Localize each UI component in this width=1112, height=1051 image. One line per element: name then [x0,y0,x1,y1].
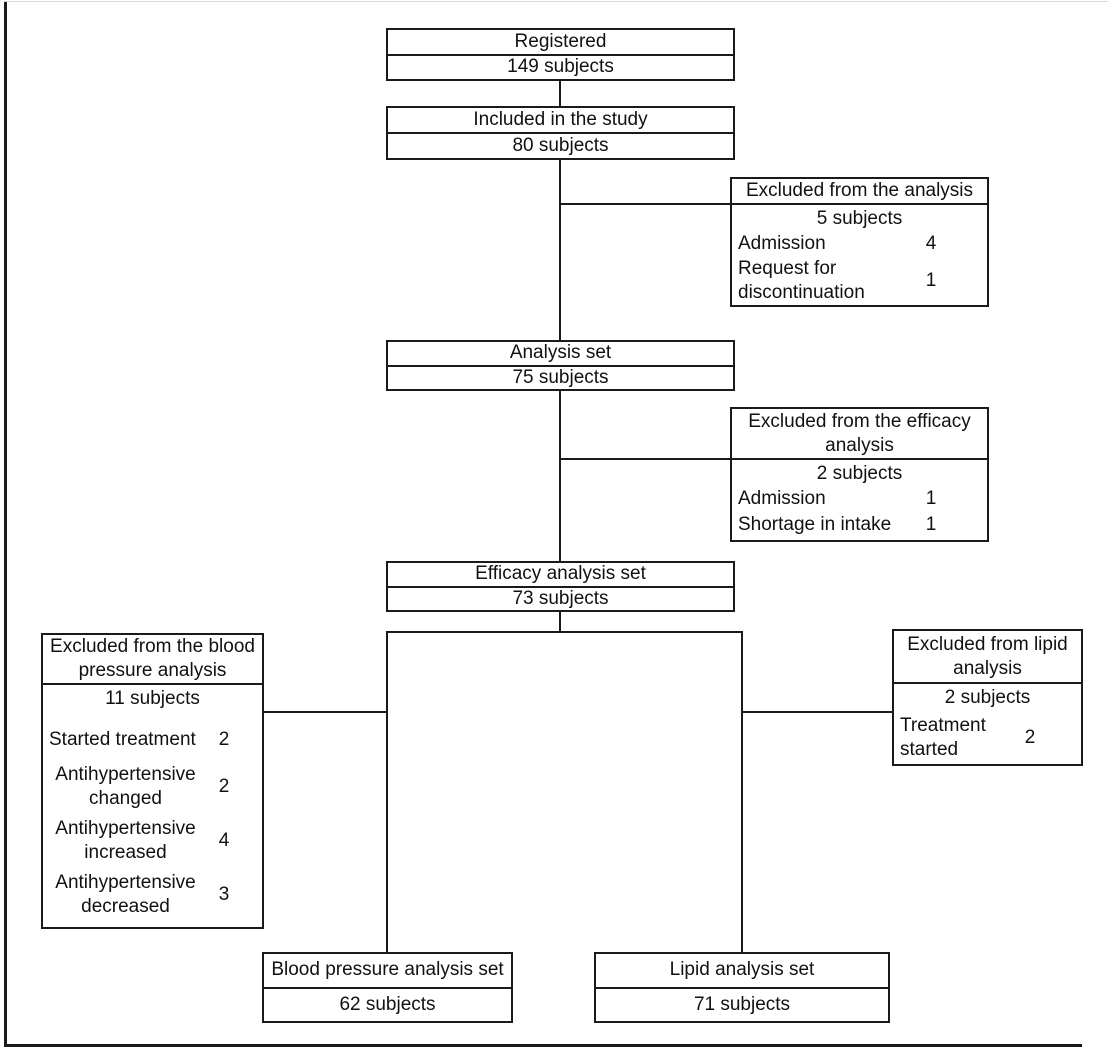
box-excluded-analysis: Excluded from the analysis 5 subjects Ad… [730,177,989,307]
reason-value: 2 [218,776,230,797]
reason-row: Antihypertensive changed 2 [49,763,256,811]
connector-efficacy-split-stem [559,611,561,632]
reason-row: Admission 1 [738,486,981,512]
box-included-count: 80 subjects [512,135,609,156]
box-bp-set: Blood pressure analysis set 62 subjects [262,952,513,1023]
connector-included-analysis [559,159,561,340]
box-excluded-efficacy-title: Excluded from the efficacy analysis [732,409,987,460]
reason-label: Admission [738,233,826,254]
reason-value: 2 [1024,727,1036,748]
box-efficacy-set-count: 73 subjects [512,587,609,609]
figure-border-top [4,1,1108,2]
reason-value: 4 [218,830,230,851]
box-excluded-lipid-title: Excluded from lipid analysis [894,631,1081,684]
box-registered-title: Registered [388,30,733,56]
reason-row: Antihypertensive increased 4 [49,817,256,865]
box-excluded-bp-title: Excluded from the blood pressure analysi… [43,635,262,685]
reason-label: Started treatment [49,729,196,750]
box-efficacy-set: Efficacy analysis set 73 subjects [386,561,735,612]
box-lipid-set-count: 71 subjects [693,993,791,1015]
reason-value: 4 [925,233,937,254]
box-included: Included in the study 80 subjects [386,106,735,160]
reason-label: Treatment started [900,715,986,760]
reason-row: Request for discontinuation 1 [738,257,981,305]
box-excluded-efficacy-body: 2 subjects Admission 1 Shortage in intak… [732,460,987,540]
excluded-bp-count: 11 subjects [105,688,200,709]
reason-row: Started treatment 2 [49,727,256,753]
box-lipid-set-title: Lipid analysis set [596,954,888,989]
box-analysis-set: Analysis set 75 subjects [386,340,735,391]
box-excluded-bp-body: 11 subjects Started treatment 2 Antihype… [43,685,262,927]
box-excluded-lipid-body: 2 subjects Treatment started 2 [894,684,1081,764]
reason-value: 1 [925,488,937,509]
box-analysis-set-count: 75 subjects [512,366,609,388]
connector-split-horizontal [386,631,743,633]
excluded-analysis-count: 5 subjects [816,208,903,229]
reason-value: 1 [925,270,937,291]
connector-registered-included [559,81,561,106]
box-bp-set-count: 62 subjects [339,993,436,1015]
box-excluded-analysis-body: 5 subjects Admission 4 Request for disco… [732,205,987,307]
connector-branch-excl-lipid [742,711,892,713]
box-bp-set-title: Blood pressure analysis set [264,954,511,989]
box-included-title: Included in the study [388,108,733,134]
reason-row: Admission 4 [738,231,981,257]
figure-border-bottom [4,1044,1082,1047]
connector-branch-excl-bp [264,711,388,713]
box-registered-count: 149 subjects [507,56,614,78]
connector-analysis-efficacy [559,391,561,561]
box-registered: Registered 149 subjects [386,28,735,81]
reason-label: Antihypertensive decreased [55,872,196,917]
reason-label: Antihypertensive increased [55,818,196,863]
reason-value: 1 [925,514,937,535]
reason-label: Shortage in intake [738,514,892,535]
reason-label: Antihypertensive changed [55,764,196,809]
box-excluded-efficacy: Excluded from the efficacy analysis 2 su… [730,407,989,542]
box-efficacy-set-title: Efficacy analysis set [388,563,733,588]
box-lipid-set: Lipid analysis set 71 subjects [594,952,890,1023]
figure-border-left [4,2,7,1046]
excluded-lipid-count: 2 subjects [944,687,1031,708]
connector-split-to-bp-set [386,631,388,952]
connector-branch-excl-efficacy [559,458,730,460]
box-excluded-bp: Excluded from the blood pressure analysi… [41,633,264,929]
reason-value: 3 [218,884,230,905]
reason-row: Shortage in intake 1 [738,512,981,538]
reason-label: Admission [738,488,826,509]
excluded-efficacy-count: 2 subjects [816,463,903,484]
connector-branch-excl-analysis [559,203,730,205]
reason-label: Request for discontinuation [738,258,865,303]
reason-row: Antihypertensive decreased 3 [49,871,256,919]
connector-split-to-lipid-set [741,631,743,952]
box-excluded-analysis-title: Excluded from the analysis [732,179,987,205]
reason-row: Treatment started 2 [900,714,1075,762]
reason-value: 2 [218,729,230,750]
box-analysis-set-title: Analysis set [388,342,733,367]
box-excluded-lipid: Excluded from lipid analysis 2 subjects … [892,629,1083,766]
